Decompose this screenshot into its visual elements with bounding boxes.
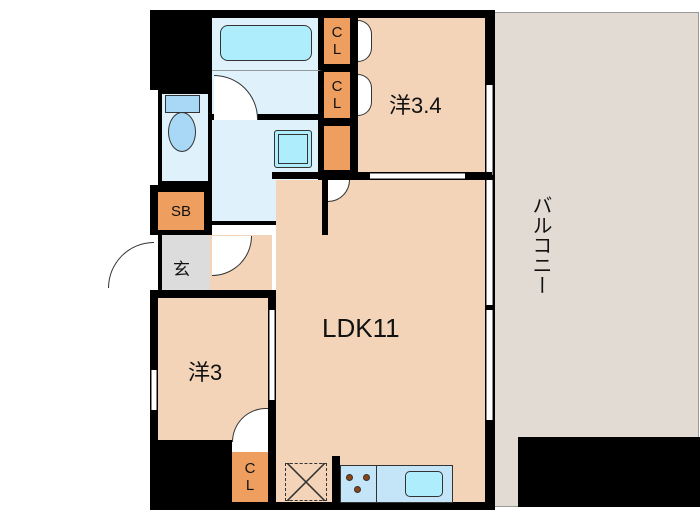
refrigerator-space (285, 463, 327, 501)
kitchen-sink-icon (405, 471, 443, 497)
toilet-tank (165, 95, 200, 113)
closet-bottom: C L (232, 452, 268, 502)
stove-divider (376, 465, 377, 503)
wall-bottom (150, 502, 495, 510)
room3-ldk-window (269, 310, 275, 400)
western-room-3-label: 洋3 (188, 360, 223, 385)
entrance (158, 235, 210, 290)
washroom-divider (272, 172, 322, 179)
wall-room3-left (150, 290, 158, 440)
wall-room3-top (150, 290, 275, 298)
ldk-window-1 (486, 180, 493, 305)
wall-left-lower-block (150, 440, 232, 510)
bathtub-icon (220, 25, 312, 61)
storage-top-3 (324, 126, 350, 170)
wall-left-upper-block (150, 10, 212, 90)
western-room-3-4 (358, 18, 485, 173)
balcony-vertical-label: バルコニー (529, 195, 551, 295)
balcony (493, 12, 699, 507)
toilet-bowl-icon (168, 112, 196, 152)
shoe-box: SB (158, 192, 204, 230)
closet-top-2: C L (324, 72, 350, 118)
stove-burner-icon (354, 486, 361, 493)
closet-top-1: C L (324, 18, 350, 64)
balcony-outer-wall (518, 437, 700, 507)
ldk-window-2 (486, 310, 493, 420)
entrance-label: 玄 (173, 260, 190, 279)
western-room-3-4-label: 洋3.4 (389, 93, 442, 118)
stove-burner-icon (363, 474, 370, 481)
room34-window (486, 85, 493, 175)
kitchen-end-wall (332, 456, 340, 504)
ldk-hall-extension (276, 235, 326, 295)
room34-sliding-door[interactable] (370, 173, 465, 179)
entrance-door[interactable] (108, 242, 154, 288)
wall-ldk-left-upper (322, 180, 328, 235)
ldk-label: LDK11 (322, 313, 400, 343)
washing-machine-pan-icon (274, 130, 312, 168)
ldk (276, 180, 485, 502)
stove-burner-icon (346, 474, 353, 481)
room3-window (151, 370, 157, 410)
